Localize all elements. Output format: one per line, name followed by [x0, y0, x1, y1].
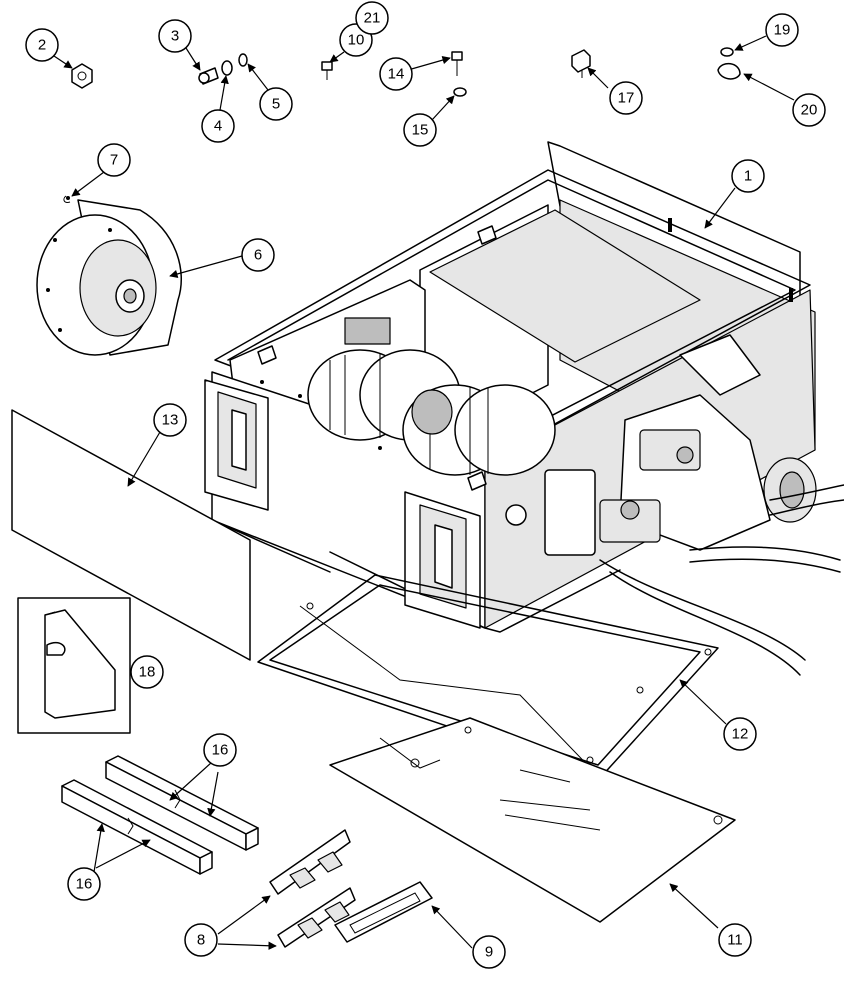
callout-18: 18: [130, 655, 164, 689]
callout-2: 2: [25, 28, 59, 62]
svg-text:10: 10: [348, 32, 365, 49]
blower-wheels: [307, 317, 556, 476]
callout-16-upper: 16: [203, 733, 237, 767]
svg-text:8: 8: [197, 932, 205, 949]
svg-text:18: 18: [139, 664, 156, 681]
svg-text:15: 15: [412, 122, 429, 139]
callout-19: 19: [765, 13, 799, 47]
callout-12: 12: [723, 717, 757, 751]
svg-text:1: 1: [744, 168, 752, 185]
svg-text:19: 19: [774, 22, 791, 39]
svg-text:16: 16: [212, 742, 229, 759]
callout-4: 4: [201, 109, 235, 143]
foam-seals: [61, 755, 259, 875]
vent-outlets: [204, 379, 481, 629]
callout-8: 8: [184, 923, 218, 957]
valve-and-hoses: [505, 334, 844, 676]
callout-5: 5: [259, 87, 293, 121]
callout-9: 9: [472, 935, 506, 969]
svg-text:11: 11: [727, 932, 743, 949]
callout-3: 3: [158, 19, 192, 53]
leader-lines: [53, 35, 795, 950]
svg-text:14: 14: [388, 66, 405, 83]
callout-15: 15: [403, 113, 437, 147]
callout-14: 14: [379, 57, 413, 91]
svg-text:4: 4: [214, 118, 222, 135]
callout-17: 17: [609, 81, 643, 115]
hardware: [63, 47, 741, 203]
svg-text:2: 2: [38, 37, 46, 54]
svg-text:21: 21: [364, 10, 381, 27]
svg-text:16: 16: [76, 876, 93, 893]
callout-6: 6: [241, 238, 275, 272]
callout-1: 1: [731, 159, 765, 193]
svg-text:9: 9: [485, 944, 493, 961]
svg-text:13: 13: [162, 412, 179, 429]
callout-16-lower: 16: [67, 867, 101, 901]
callout-21: 21: [355, 1, 389, 35]
callout-20: 20: [792, 93, 826, 127]
svg-text:3: 3: [171, 28, 179, 45]
svg-text:20: 20: [801, 102, 818, 119]
filter-panel: [11, 409, 251, 661]
callout-11: 11: [718, 923, 752, 957]
svg-text:7: 7: [110, 152, 118, 169]
bottom-cover: [329, 717, 736, 923]
svg-text:5: 5: [272, 96, 280, 113]
blower-assembly: [36, 196, 182, 356]
svg-text:12: 12: [732, 726, 749, 743]
callout-7: 7: [97, 143, 131, 177]
svg-text:6: 6: [254, 247, 262, 264]
bracket-inset: [17, 597, 131, 734]
grommet-plate: [334, 881, 433, 943]
svg-text:17: 17: [618, 90, 635, 107]
callout-13: 13: [153, 403, 187, 437]
clips: [269, 829, 356, 948]
